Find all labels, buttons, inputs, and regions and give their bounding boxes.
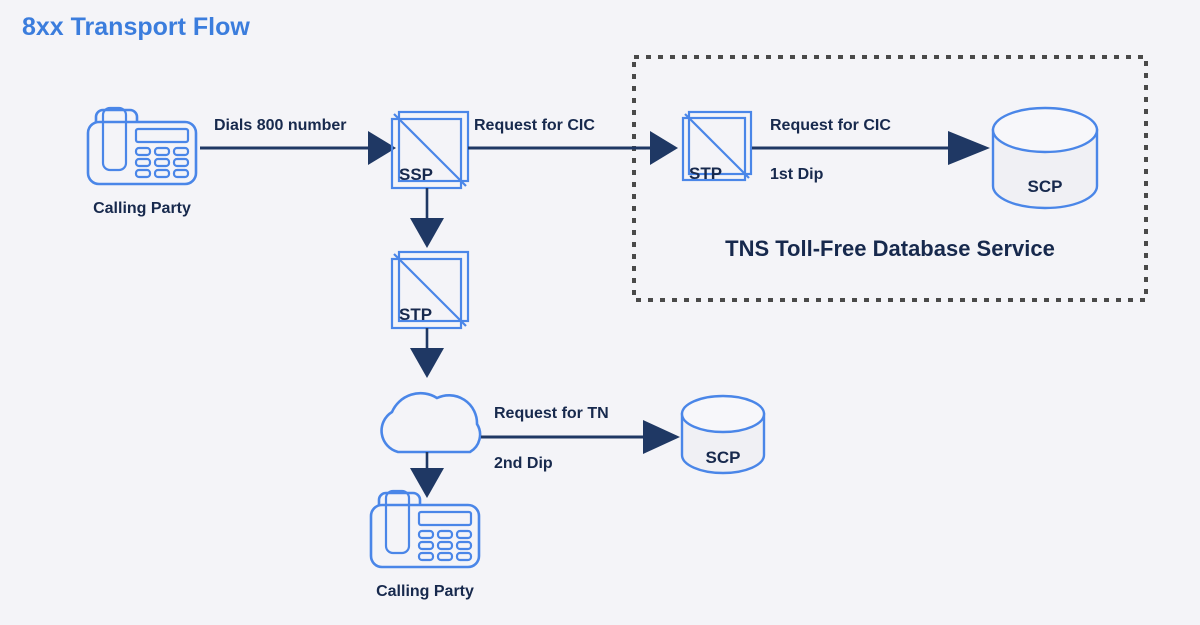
arrow-head-icon: [410, 468, 444, 498]
cloud-icon: [380, 391, 482, 454]
node-stp-tns-label: STP: [689, 164, 722, 183]
arrow-head-icon: [410, 218, 444, 248]
edge-label-request-cic-2: Request for CIC: [770, 117, 891, 134]
node-ssp-label: SSP: [399, 165, 433, 184]
edge-request-for-tn: Request for TN 2nd Dip: [481, 405, 680, 472]
edge-label-first-dip: 1st Dip: [770, 166, 824, 183]
edge-label-second-dip: 2nd Dip: [494, 455, 553, 472]
arrow-head-icon: [948, 131, 990, 165]
node-scp-top-label: SCP: [1028, 177, 1063, 196]
tns-group-box: [632, 55, 1148, 302]
node-cloud: [380, 391, 482, 454]
node-ssp: SSP: [390, 110, 470, 190]
edge-ssp-to-stp: [410, 188, 444, 248]
edge-label-request-tn: Request for TN: [494, 405, 609, 422]
edge-label-dials: Dials 800 number: [214, 117, 347, 134]
calling-party-top: Calling Party: [86, 106, 198, 217]
arrow-head-icon: [643, 420, 680, 454]
page-title: 8xx Transport Flow: [22, 13, 250, 41]
arrow-head-icon: [650, 131, 678, 165]
database-cylinder-icon: [991, 106, 1099, 210]
calling-party-bottom: Calling Party: [369, 489, 481, 600]
node-scp-bottom: SCP: [680, 394, 766, 475]
database-cylinder-icon: [680, 394, 766, 475]
node-stp-middle-label: STP: [399, 305, 432, 324]
calling-party-top-label: Calling Party: [93, 200, 191, 217]
edge-label-request-cic-1: Request for CIC: [474, 117, 595, 134]
desk-phone-icon: [86, 106, 198, 186]
arrow-head-icon: [368, 131, 396, 165]
desk-phone-icon: [369, 489, 481, 569]
node-scp-bottom-label: SCP: [706, 448, 741, 467]
tns-group-caption: TNS Toll-Free Database Service: [725, 236, 1055, 261]
arrow-head-icon: [410, 348, 444, 378]
edge-stp-to-cloud: [410, 328, 444, 378]
edge-cloud-to-phone: [410, 452, 444, 498]
node-stp-tns: STP: [681, 110, 753, 183]
edge-request-for-cic-1: Request for CIC: [468, 117, 678, 165]
edge-request-for-cic-2: Request for CIC 1st Dip: [752, 117, 990, 183]
node-stp-middle: STP: [390, 250, 470, 330]
node-scp-top: SCP: [991, 106, 1099, 210]
calling-party-bottom-label: Calling Party: [376, 583, 474, 600]
stp-switch-icon: [681, 110, 753, 182]
edge-dials-800-number: Dials 800 number: [200, 117, 396, 165]
